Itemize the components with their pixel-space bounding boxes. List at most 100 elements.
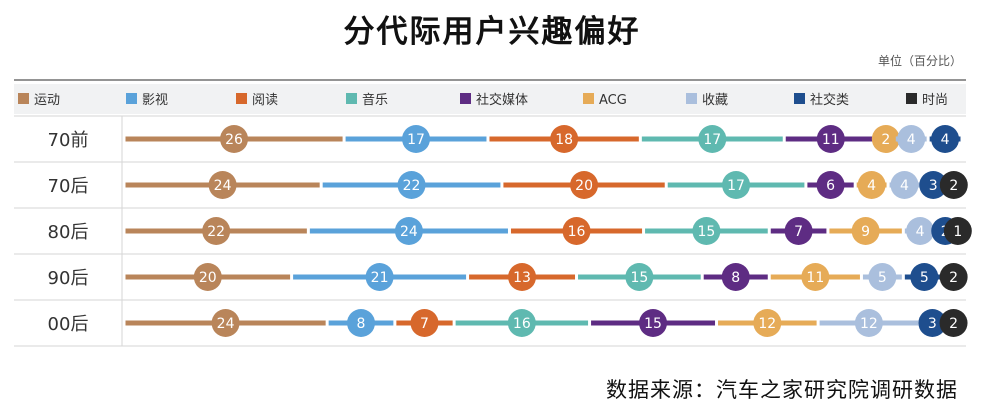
value-label: 2 [949, 178, 958, 194]
legend-label: ACG [599, 93, 627, 108]
legend-label: 社交媒体 [476, 92, 528, 108]
row-label: 70后 [48, 176, 89, 197]
legend-label: 运动 [34, 93, 60, 108]
legend-swatch [906, 93, 917, 104]
value-dot [208, 171, 237, 199]
value-dot [692, 217, 721, 245]
value-dot [801, 263, 830, 291]
value-dot [816, 125, 845, 153]
value-label: 12 [758, 316, 776, 332]
value-dot [570, 171, 599, 199]
legend-swatch [126, 93, 137, 104]
legend-swatch [583, 93, 594, 104]
value-dot [851, 217, 880, 245]
value-dot [394, 217, 423, 245]
legend-swatch [794, 93, 805, 104]
value-dot [211, 309, 240, 337]
value-dot [890, 171, 919, 199]
value-label: 17 [727, 178, 745, 194]
value-dot [550, 125, 579, 153]
value-label: 24 [400, 224, 418, 240]
row-label: 00后 [48, 314, 89, 335]
legend-swatch [346, 93, 357, 104]
value-dot [857, 171, 886, 199]
value-label: 21 [371, 270, 389, 286]
value-label: 9 [861, 224, 870, 240]
legend-label: 时尚 [922, 93, 948, 108]
legend-label: 影视 [142, 93, 168, 108]
value-dot [721, 263, 750, 291]
legend-swatch [686, 93, 697, 104]
value-label: 5 [920, 270, 929, 286]
value-label: 11 [806, 270, 824, 286]
value-label: 8 [357, 316, 366, 332]
value-dot [698, 125, 727, 153]
value-label: 15 [630, 270, 648, 286]
value-label: 2 [881, 132, 890, 148]
value-label: 8 [731, 270, 740, 286]
value-label: 12 [860, 316, 878, 332]
value-label: 24 [217, 316, 235, 332]
legend-label: 阅读 [252, 93, 278, 108]
value-dot [508, 263, 537, 291]
value-label: 7 [794, 224, 803, 240]
value-dot [919, 171, 948, 199]
value-label: 2 [949, 316, 958, 332]
value-dot [639, 309, 668, 337]
value-dot [906, 217, 935, 245]
legend-swatch [460, 93, 471, 104]
value-label: 3 [929, 178, 938, 194]
value-dot [784, 217, 813, 245]
value-label: 20 [575, 178, 593, 194]
value-dot [943, 217, 972, 245]
value-label: 4 [916, 224, 925, 240]
value-label: 5 [878, 270, 887, 286]
value-label: 18 [555, 132, 573, 148]
legend-label: 收藏 [702, 93, 728, 108]
value-dot [753, 309, 782, 337]
value-dot [220, 125, 249, 153]
legend-band [14, 84, 966, 114]
unit-note: 单位（百分比） [877, 54, 962, 68]
legend-label: 音乐 [362, 92, 388, 108]
value-dot [402, 125, 431, 153]
value-label: 4 [941, 132, 950, 148]
value-dot [939, 171, 968, 199]
value-label: 22 [403, 178, 421, 194]
value-label: 2 [949, 270, 958, 286]
value-label: 6 [826, 178, 835, 194]
row-label: 70前 [48, 130, 89, 151]
value-dot [918, 309, 947, 337]
value-dot [625, 263, 654, 291]
row-label: 90后 [48, 268, 89, 289]
legend-swatch [18, 93, 29, 104]
value-label: 4 [907, 132, 916, 148]
value-label: 7 [420, 316, 429, 332]
value-dot [722, 171, 751, 199]
value-dot [365, 263, 394, 291]
value-label: 20 [199, 270, 217, 286]
value-dot [347, 309, 376, 337]
value-label: 3 [928, 316, 937, 332]
value-label: 17 [407, 132, 425, 148]
row-label: 80后 [48, 222, 89, 243]
value-dot [202, 217, 231, 245]
value-label: 22 [207, 224, 225, 240]
value-dot [897, 125, 926, 153]
value-dot [910, 263, 939, 291]
value-label: 24 [214, 178, 232, 194]
value-label: 11 [822, 132, 840, 148]
value-dot [939, 309, 968, 337]
legend-swatch [236, 93, 247, 104]
value-dot [931, 125, 960, 153]
chart-title: 分代际用户兴趣偏好 [343, 14, 641, 50]
value-dot [410, 309, 439, 337]
value-dot [868, 263, 897, 291]
value-label: 15 [644, 316, 662, 332]
value-dot [854, 309, 883, 337]
value-dot [871, 125, 900, 153]
value-dot [397, 171, 426, 199]
value-label: 4 [900, 178, 909, 194]
value-dot [193, 263, 222, 291]
